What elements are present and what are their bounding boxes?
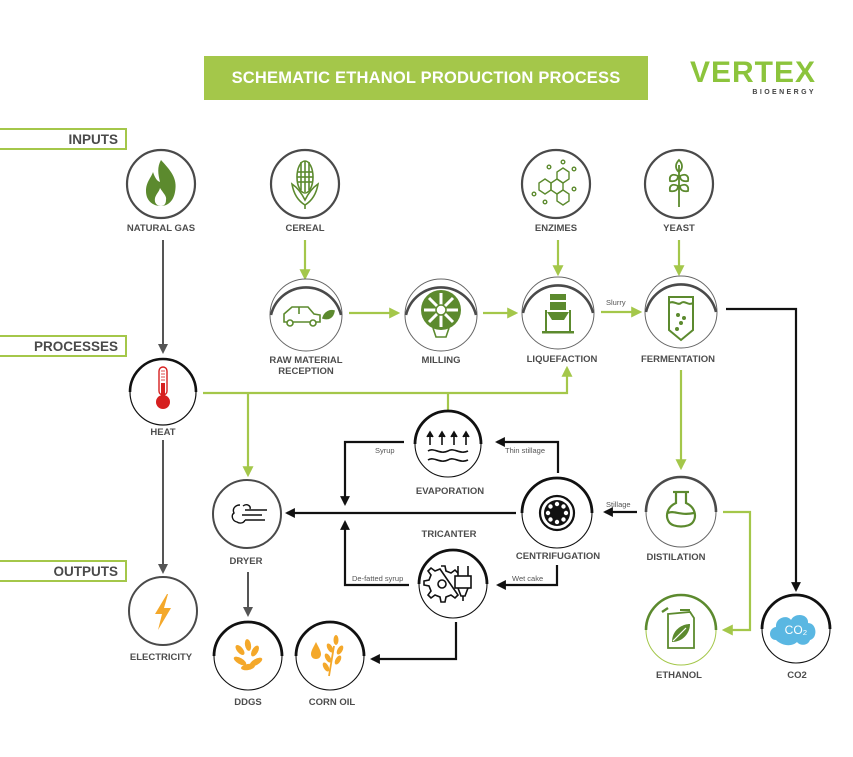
company-logo: VERTEX BIOENERGY [686, 56, 816, 97]
arrow-evaporation-syrup [340, 440, 404, 506]
logo-subtitle: BIOENERGY [752, 89, 816, 96]
grain-icon [233, 639, 263, 671]
section-processes: PROCESSES [0, 335, 127, 357]
flow-label-syrup: Syrup [375, 446, 395, 455]
arrow-centrifugation-tricanter [496, 565, 559, 590]
label-co2: CO2 [787, 670, 807, 681]
evaporation-icon [426, 430, 470, 462]
node-natural-gas[interactable] [125, 148, 197, 220]
silo-icon [542, 294, 574, 334]
label-electricity: ELECTRICITY [129, 652, 193, 663]
heat-distribution-line [203, 365, 573, 395]
flow-label-wet-cake: Wet cake [512, 574, 544, 583]
diagram-title: SCHEMATIC ETHANOL PRODUCTION PROCESS [204, 56, 648, 100]
node-liquefaction[interactable] [521, 276, 595, 350]
corn-icon [290, 160, 320, 209]
label-dryer: DRYER [229, 556, 263, 567]
node-milling[interactable] [404, 278, 478, 352]
node-distilation[interactable] [644, 475, 718, 548]
label-corn-oil: CORN OIL [308, 697, 356, 708]
label-evaporation: EVAPORATION [415, 486, 485, 497]
label-enzimes: ENZIMES [534, 223, 578, 234]
car-icon [283, 306, 335, 327]
label-natural-gas: NATURAL GAS [126, 223, 196, 234]
label-yeast: YEAST [663, 223, 695, 234]
co2-cloud-text: CO₂ [785, 623, 808, 637]
node-ethanol[interactable] [644, 593, 718, 666]
node-tricanter[interactable] [417, 548, 489, 619]
oil-drop-wheat-icon [311, 635, 344, 677]
arrow-tricanter-cornoil [370, 622, 458, 664]
node-raw-material-reception[interactable] [269, 278, 343, 352]
arrow-fermentation-co2 [726, 307, 801, 592]
node-enzimes[interactable] [520, 148, 592, 220]
label-ethanol: ETHANOL [656, 670, 702, 681]
label-raw-material: RAW MATERIAL RECEPTION [269, 355, 342, 377]
flask-icon [665, 490, 697, 528]
wind-icon [231, 504, 267, 524]
arrow-centrifugation-evaporation [495, 437, 560, 473]
arrow-tricanter-defatted [340, 520, 409, 587]
label-milling: MILLING [421, 355, 461, 366]
connectors [158, 240, 801, 664]
label-centrifugation: CENTRIFUGATION [515, 551, 601, 562]
lightning-icon [155, 594, 171, 630]
arrow-distilation-ethanol [721, 510, 752, 636]
label-heat: HEAT [150, 427, 176, 438]
node-cereal[interactable] [269, 148, 341, 220]
flow-label-thin-stillage: Thin stillage [505, 446, 546, 455]
thermometer-icon [156, 366, 170, 409]
jerrycan-leaf-icon [661, 607, 695, 649]
node-dryer[interactable] [212, 479, 282, 549]
flow-label-stillage: Stillage [606, 500, 631, 509]
label-tricanter: TRICANTER [421, 529, 477, 540]
node-evaporation[interactable] [413, 409, 483, 478]
wheat-icon [668, 158, 690, 207]
section-outputs: OUTPUTS [0, 560, 127, 582]
label-raw-material-line2: RECEPTION [278, 366, 334, 377]
node-co2[interactable]: CO₂ [760, 593, 832, 664]
mill-icon [421, 290, 461, 338]
node-electricity[interactable] [128, 576, 198, 646]
molecule-icon [531, 159, 577, 206]
node-heat[interactable] [128, 357, 198, 426]
label-raw-material-line1: RAW MATERIAL [269, 355, 343, 366]
node-centrifugation[interactable] [520, 476, 594, 549]
centrifuge-icon [538, 494, 576, 532]
label-distilation: DISTILATION [646, 552, 706, 563]
node-yeast[interactable] [643, 148, 715, 220]
section-inputs: INPUTS [0, 128, 127, 150]
tank-icon [668, 296, 694, 342]
node-corn-oil[interactable] [294, 620, 366, 691]
co2-cloud-icon: CO₂ [770, 614, 816, 646]
node-fermentation[interactable] [644, 275, 718, 349]
label-ddgs: DDGS [234, 697, 262, 708]
flame-icon [146, 160, 176, 206]
flow-label-defatted-syrup: De-fatted syrup [352, 574, 404, 583]
label-fermentation: FERMENTATION [640, 354, 716, 365]
node-ddgs[interactable] [212, 620, 284, 691]
label-cereal: CEREAL [285, 223, 325, 234]
gear-nozzle-icon [423, 565, 472, 603]
logo-wordmark: VERTEX [689, 56, 816, 89]
label-liquefaction: LIQUEFACTION [526, 354, 598, 365]
flow-label-slurry: Slurry [606, 298, 626, 307]
